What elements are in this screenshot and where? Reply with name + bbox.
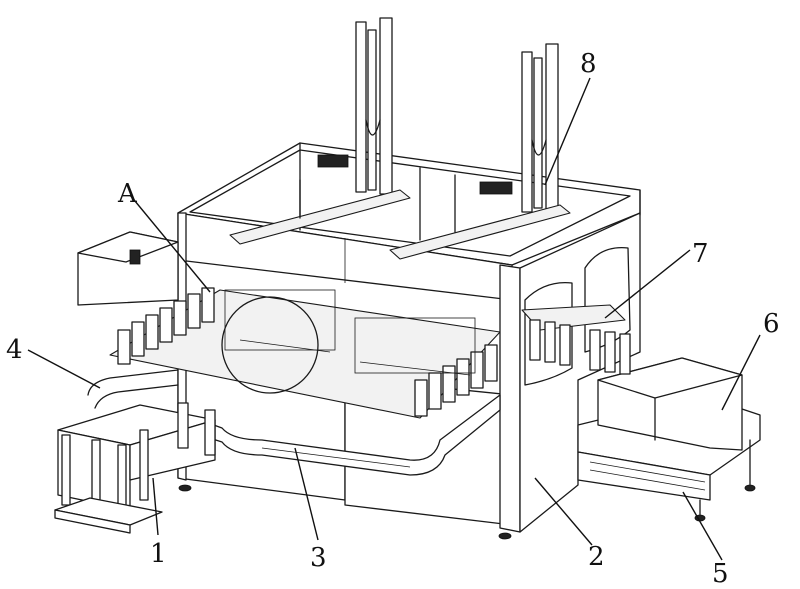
callout-3: 3 (310, 543, 327, 573)
callout-1: 1 (150, 539, 167, 569)
leader-1 (153, 478, 158, 535)
callout-6: 6 (763, 309, 780, 339)
callout-7: 7 (692, 239, 709, 269)
callout-2: 2 (588, 542, 605, 572)
callout-4: 4 (6, 335, 23, 365)
callout-5: 5 (712, 559, 729, 589)
callout-8: 8 (580, 49, 597, 79)
leader-4 (28, 350, 100, 388)
control-cabinet (78, 232, 178, 305)
leader-5 (683, 492, 722, 560)
callout-a: A (117, 179, 138, 209)
